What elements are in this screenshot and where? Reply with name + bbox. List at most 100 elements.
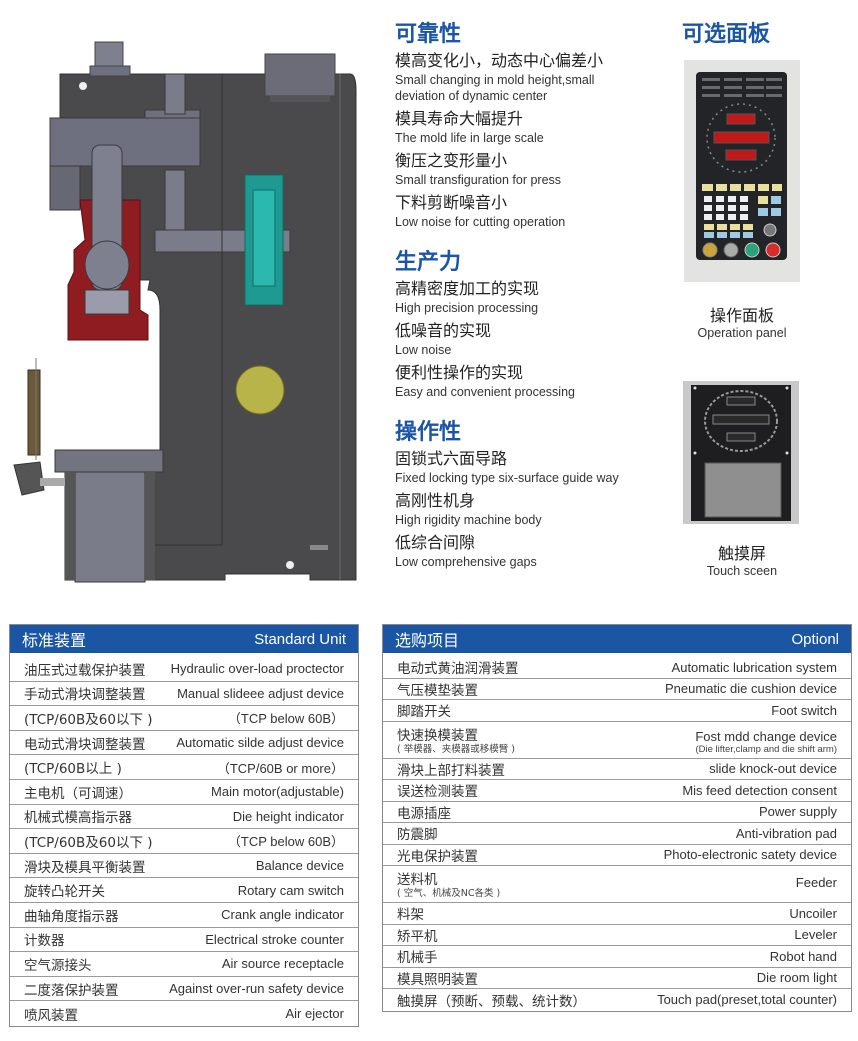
caption-en: Operation panel <box>697 326 787 340</box>
table-row: 触摸屏（预断、预载、统计数）Touch pad(preset,total cou… <box>383 989 851 1011</box>
feature-en: High precision processing <box>395 301 539 315</box>
row-en: slide knock-out device <box>709 761 837 777</box>
caption-cn: 操作面板 <box>709 306 774 325</box>
feature-cn: 模高变化小，动态中心偏差小 <box>395 51 604 70</box>
row-cn-sub: ( 举模器、夹模器或移模臂 ) <box>397 743 515 755</box>
row-cn: 快速换模装置 <box>397 727 478 744</box>
row-cn: 误送检测装置 <box>397 784 478 801</box>
section-operability: 操作性 固锁式六面导路 Fixed locking type six-surfa… <box>395 420 665 570</box>
row-en: Main motor(adjustable) <box>211 784 344 800</box>
row-en: Automatic lubrication system <box>671 659 837 675</box>
row-en: Feeder <box>795 875 837 890</box>
row-cn: 主电机（可调速） <box>24 785 132 802</box>
control-panel-icon <box>702 78 782 258</box>
row-cn: (TCP/60B及60以下 ) <box>24 834 153 851</box>
row-en-group: Fost mdd change device(Die lifter,clamp … <box>695 729 837 755</box>
features-column: 可靠性 模高变化小，动态中心偏差小 Small changing in mold… <box>395 22 665 584</box>
feature-cn: 低综合间隙 <box>395 533 476 552</box>
feature-en: The mold life in large scale <box>395 131 544 145</box>
row-en: Fost mdd change device <box>695 728 837 744</box>
row-cn: 机械手 <box>397 950 438 967</box>
feature-cn: 下料剪断噪音小 <box>395 193 508 212</box>
header-en: Optionl <box>791 630 839 648</box>
section-productivity: 生产力 高精密度加工的实现 High precision processing … <box>395 250 665 400</box>
caption-cn: 触摸屏 <box>717 544 766 563</box>
touch-screen-icon <box>693 386 789 518</box>
caption-en: Touch sceen <box>706 564 778 578</box>
row-en: （TCP below 60B） <box>227 711 344 727</box>
section-reliability: 可靠性 模高变化小，动态中心偏差小 Small changing in mold… <box>395 22 665 230</box>
feature-en: Low comprehensive gaps <box>395 555 537 569</box>
press-machine-illustration <box>13 41 357 583</box>
row-cn: (TCP/60B以上 ) <box>24 761 122 778</box>
feature-en: High rigidity machine body <box>395 513 542 527</box>
row-cn: 二度落保护装置 <box>24 982 119 999</box>
row-en: Hydraulic over-load proctector <box>170 661 344 677</box>
feature-cn: 高刚性机身 <box>395 491 476 510</box>
row-cn: 电动式滑块调整装置 <box>24 736 146 753</box>
row-cn: 滑块上部打料装置 <box>397 762 505 779</box>
row-en: （TCP/60B or more） <box>216 760 344 776</box>
table-header: 选购项目 Optionl <box>383 625 851 653</box>
row-en: Foot switch <box>771 702 837 718</box>
optional-panels-title: 可选面板 <box>682 22 771 47</box>
row-cn: 计数器 <box>24 933 65 950</box>
section-title: 可靠性 <box>395 22 462 47</box>
table-row: 二度落保护装置 Against over-run safety device <box>10 977 358 1002</box>
feature-cn: 高精密度加工的实现 <box>395 279 540 298</box>
row-cn: 电源插座 <box>397 805 451 822</box>
table-row: 油压式过载保护装置 Hydraulic over-load proctector <box>10 657 358 682</box>
row-en: Rotary cam switch <box>237 882 344 898</box>
table-row: 主电机（可调速） Main motor(adjustable) <box>10 780 358 805</box>
table-row: 防震脚 Anti-vibration pad <box>383 823 851 845</box>
row-en: Anti-vibration pad <box>735 825 837 841</box>
row-cn: 光电保护装置 <box>397 848 478 865</box>
row-en: Against over-run safety device <box>169 981 344 997</box>
table-row: 送料机( 空气、机械及NC各类 ) Feeder <box>383 866 851 903</box>
row-en: Air source receptacle <box>221 956 344 972</box>
row-en: Photo-electronic satety device <box>663 847 837 863</box>
feature-cn: 模具寿命大幅提升 <box>395 109 524 128</box>
table-row: (TCP/60B以上 ) （TCP/60B or more） <box>10 755 358 780</box>
row-en: Uncoiler <box>789 905 837 921</box>
row-cn: 防震脚 <box>397 827 438 844</box>
header-cn: 选购项目 <box>395 631 460 650</box>
section-title: 操作性 <box>395 420 462 445</box>
row-cn: 触摸屏（预断、预载、统计数） <box>397 993 586 1010</box>
row-cn: 手动式滑块调整装置 <box>24 687 146 704</box>
operation-panel-face <box>696 72 787 260</box>
table-row: 光电保护装置 Photo-electronic satety device <box>383 845 851 866</box>
table-row: (TCP/60B及60以下 )（TCP below 60B） <box>10 706 358 731</box>
feature-en: Small changing in mold height,small devi… <box>395 73 595 103</box>
row-cn: 滑块及模具平衡装置 <box>24 859 146 876</box>
row-en: Crank angle indicator <box>221 907 344 923</box>
row-cn-group: 送料机( 空气、机械及NC各类 ) <box>397 868 500 899</box>
row-cn: 曲轴角度指示器 <box>24 908 119 925</box>
row-cn: 旋转凸轮开关 <box>24 884 105 901</box>
feature-en: Fixed locking type six-surface guide way <box>395 471 619 485</box>
table-row: 曲轴角度指示器 Crank angle indicator <box>10 903 358 928</box>
press-machine-drawing <box>0 40 370 600</box>
feature-cn: 低噪音的实现 <box>395 321 492 340</box>
row-en-sub: (Die lifter,clamp and die shift arm) <box>695 743 838 755</box>
row-cn: 模具照明装置 <box>397 971 478 988</box>
operation-panel-image <box>684 60 800 282</box>
row-cn: 油压式过载保护装置 <box>24 662 146 679</box>
table-row: 快速换模装置( 举模器、夹模器或移模臂 ) Fost mdd change de… <box>383 722 851 759</box>
row-en: Die height indicator <box>232 808 344 824</box>
row-cn: 矫平机 <box>397 928 438 945</box>
